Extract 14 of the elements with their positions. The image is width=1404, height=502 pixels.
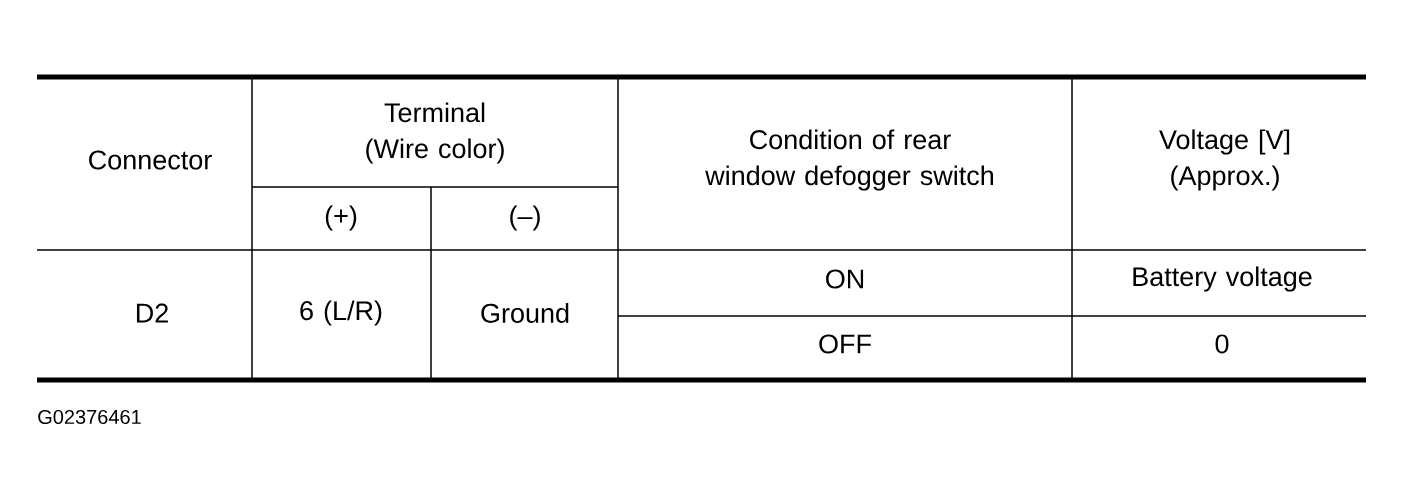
table-cell: ON: [826, 269, 864, 289]
table-cell: (+): [325, 205, 357, 231]
table-cell: D2: [136, 303, 168, 323]
table-cell: 0: [1215, 334, 1229, 354]
table-cell: Battery voltage: [1133, 266, 1312, 292]
table-cell: Ground: [481, 303, 569, 323]
table-cell: OFF: [819, 334, 871, 354]
table-cell: Terminal (Wire color): [366, 102, 504, 164]
table-cell: Condition of rear window defogger switch: [705, 129, 993, 191]
table-cell: Connector: [89, 150, 212, 170]
table-cell: Voltage [V] (Approx.): [1159, 129, 1290, 191]
table-cell: 6 (L/R): [300, 300, 382, 326]
table-cell: (–): [510, 205, 540, 231]
figure-code: G02376461: [38, 409, 141, 425]
